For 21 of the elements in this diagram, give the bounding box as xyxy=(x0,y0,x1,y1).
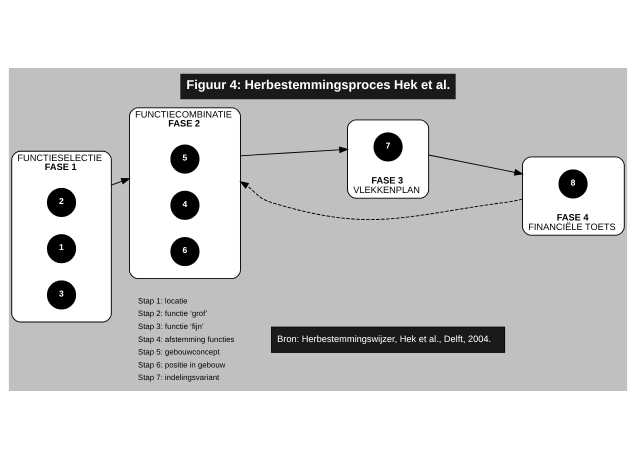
arrow xyxy=(239,180,523,220)
node-circle: 3 xyxy=(46,280,76,310)
label: Stap 2: functie ‘grof’ xyxy=(138,309,208,318)
arrow xyxy=(110,178,131,186)
arrow xyxy=(240,146,349,156)
diagram-title: Figuur 4: Herbestemmingsproces Hek et al. xyxy=(186,76,450,92)
node-circle: 6 xyxy=(170,236,200,266)
node-circle: 2 xyxy=(46,188,76,218)
node-circle: 5 xyxy=(170,144,200,174)
label: Stap 4: afstemming functies xyxy=(138,334,234,344)
node-circle: 7 xyxy=(374,132,403,162)
node-circle: 8 xyxy=(558,169,588,199)
label: Stap 5: gebouwconcept xyxy=(138,348,220,357)
label: Stap 6: positie in gebouw xyxy=(138,360,226,370)
node-circle: 1 xyxy=(46,234,76,264)
node-circle: 4 xyxy=(170,190,200,220)
arrow xyxy=(428,154,524,176)
caption: Bron: Herbestemmingswijzer, Hek et al., Delft, 2004. xyxy=(277,334,492,344)
label: Stap 3: functie ‘fijn’ xyxy=(138,322,204,331)
label: Stap 7: indelingsvariant xyxy=(138,373,220,382)
label: Stap 1: locatie xyxy=(138,296,188,306)
